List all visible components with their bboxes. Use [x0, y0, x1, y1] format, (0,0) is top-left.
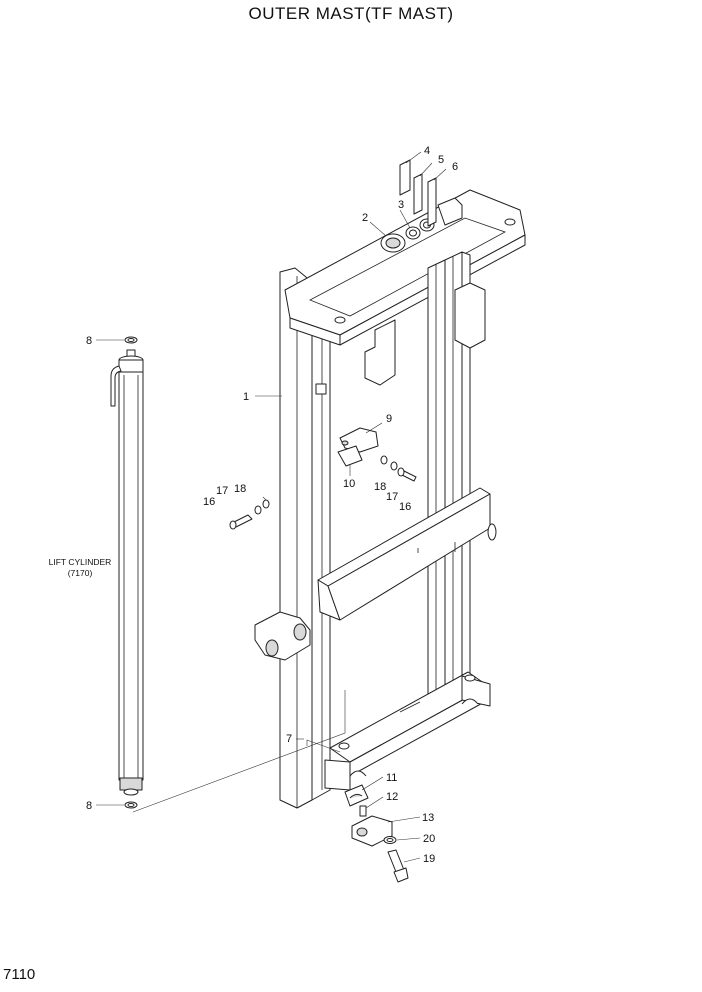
washer-part-20[interactable] — [383, 836, 397, 844]
bolt-washer-set-right[interactable] — [380, 455, 417, 482]
callout-1: 1 — [243, 391, 249, 403]
callout-8-top: 8 — [86, 335, 92, 347]
clamp-part-9[interactable] — [339, 427, 379, 453]
callout-16-right: 16 — [399, 501, 411, 513]
lift-cylinder-ref: (7170) — [68, 568, 93, 578]
cylinder-mount-lines — [132, 690, 346, 813]
callout-12: 12 — [386, 791, 398, 803]
callout-9: 9 — [386, 413, 392, 425]
top-crossmember[interactable] — [284, 189, 526, 346]
callout-20: 20 — [423, 833, 435, 845]
callout-16-left: 16 — [203, 496, 215, 508]
upper-brackets — [364, 282, 486, 386]
plate-part-6[interactable] — [427, 177, 437, 227]
plate-part-4[interactable] — [399, 159, 411, 196]
lift-cylinder[interactable] — [110, 336, 144, 809]
callout-18-left: 18 — [234, 483, 246, 495]
roller-bearing-part-2[interactable] — [380, 233, 406, 253]
callout-5: 5 — [438, 154, 444, 166]
leader-lines — [96, 151, 447, 863]
callout-7: 7 — [286, 733, 292, 745]
callout-6: 6 — [452, 161, 458, 173]
callout-2: 2 — [362, 212, 368, 224]
bushing-part-11[interactable] — [344, 784, 369, 807]
lift-cylinder-name: LIFT CYLINDER — [49, 557, 112, 567]
callout-13: 13 — [422, 812, 434, 824]
lift-cylinder-label: LIFT CYLINDER (7170) — [49, 557, 112, 578]
clamp-part-10[interactable] — [337, 445, 363, 467]
page-number: 7110 — [3, 966, 36, 983]
middle-crossmember[interactable] — [317, 487, 497, 621]
callout-labels: 1 2 3 4 5 6 7 8 8 9 10 11 12 13 16 17 18… — [86, 145, 458, 865]
callout-4: 4 — [424, 145, 430, 157]
diagram-title: OUTER MAST(TF MAST) — [248, 4, 454, 23]
bolt-washer-set-left[interactable] — [229, 499, 270, 530]
tilt-cylinder-bracket[interactable] — [254, 611, 311, 661]
bolt-part-19[interactable] — [387, 849, 409, 883]
callout-17-right: 17 — [386, 491, 398, 503]
plate-part-5[interactable] — [413, 173, 423, 215]
callout-19: 19 — [423, 853, 435, 865]
bracket-tab — [315, 383, 327, 395]
callout-17-left: 17 — [216, 485, 228, 497]
callout-11: 11 — [386, 772, 397, 784]
outer-mast-left-upright[interactable] — [279, 267, 331, 809]
pin-part-12[interactable] — [359, 805, 367, 817]
sheave-pin — [437, 197, 463, 226]
outer-mast-right-upright[interactable] — [427, 251, 471, 729]
callout-3: 3 — [398, 199, 404, 211]
callout-10: 10 — [343, 478, 355, 490]
callout-18-right: 18 — [374, 481, 386, 493]
cap-part-13[interactable] — [351, 815, 393, 847]
callout-8-bottom: 8 — [86, 800, 92, 812]
bottom-crossmember[interactable] — [324, 671, 491, 791]
